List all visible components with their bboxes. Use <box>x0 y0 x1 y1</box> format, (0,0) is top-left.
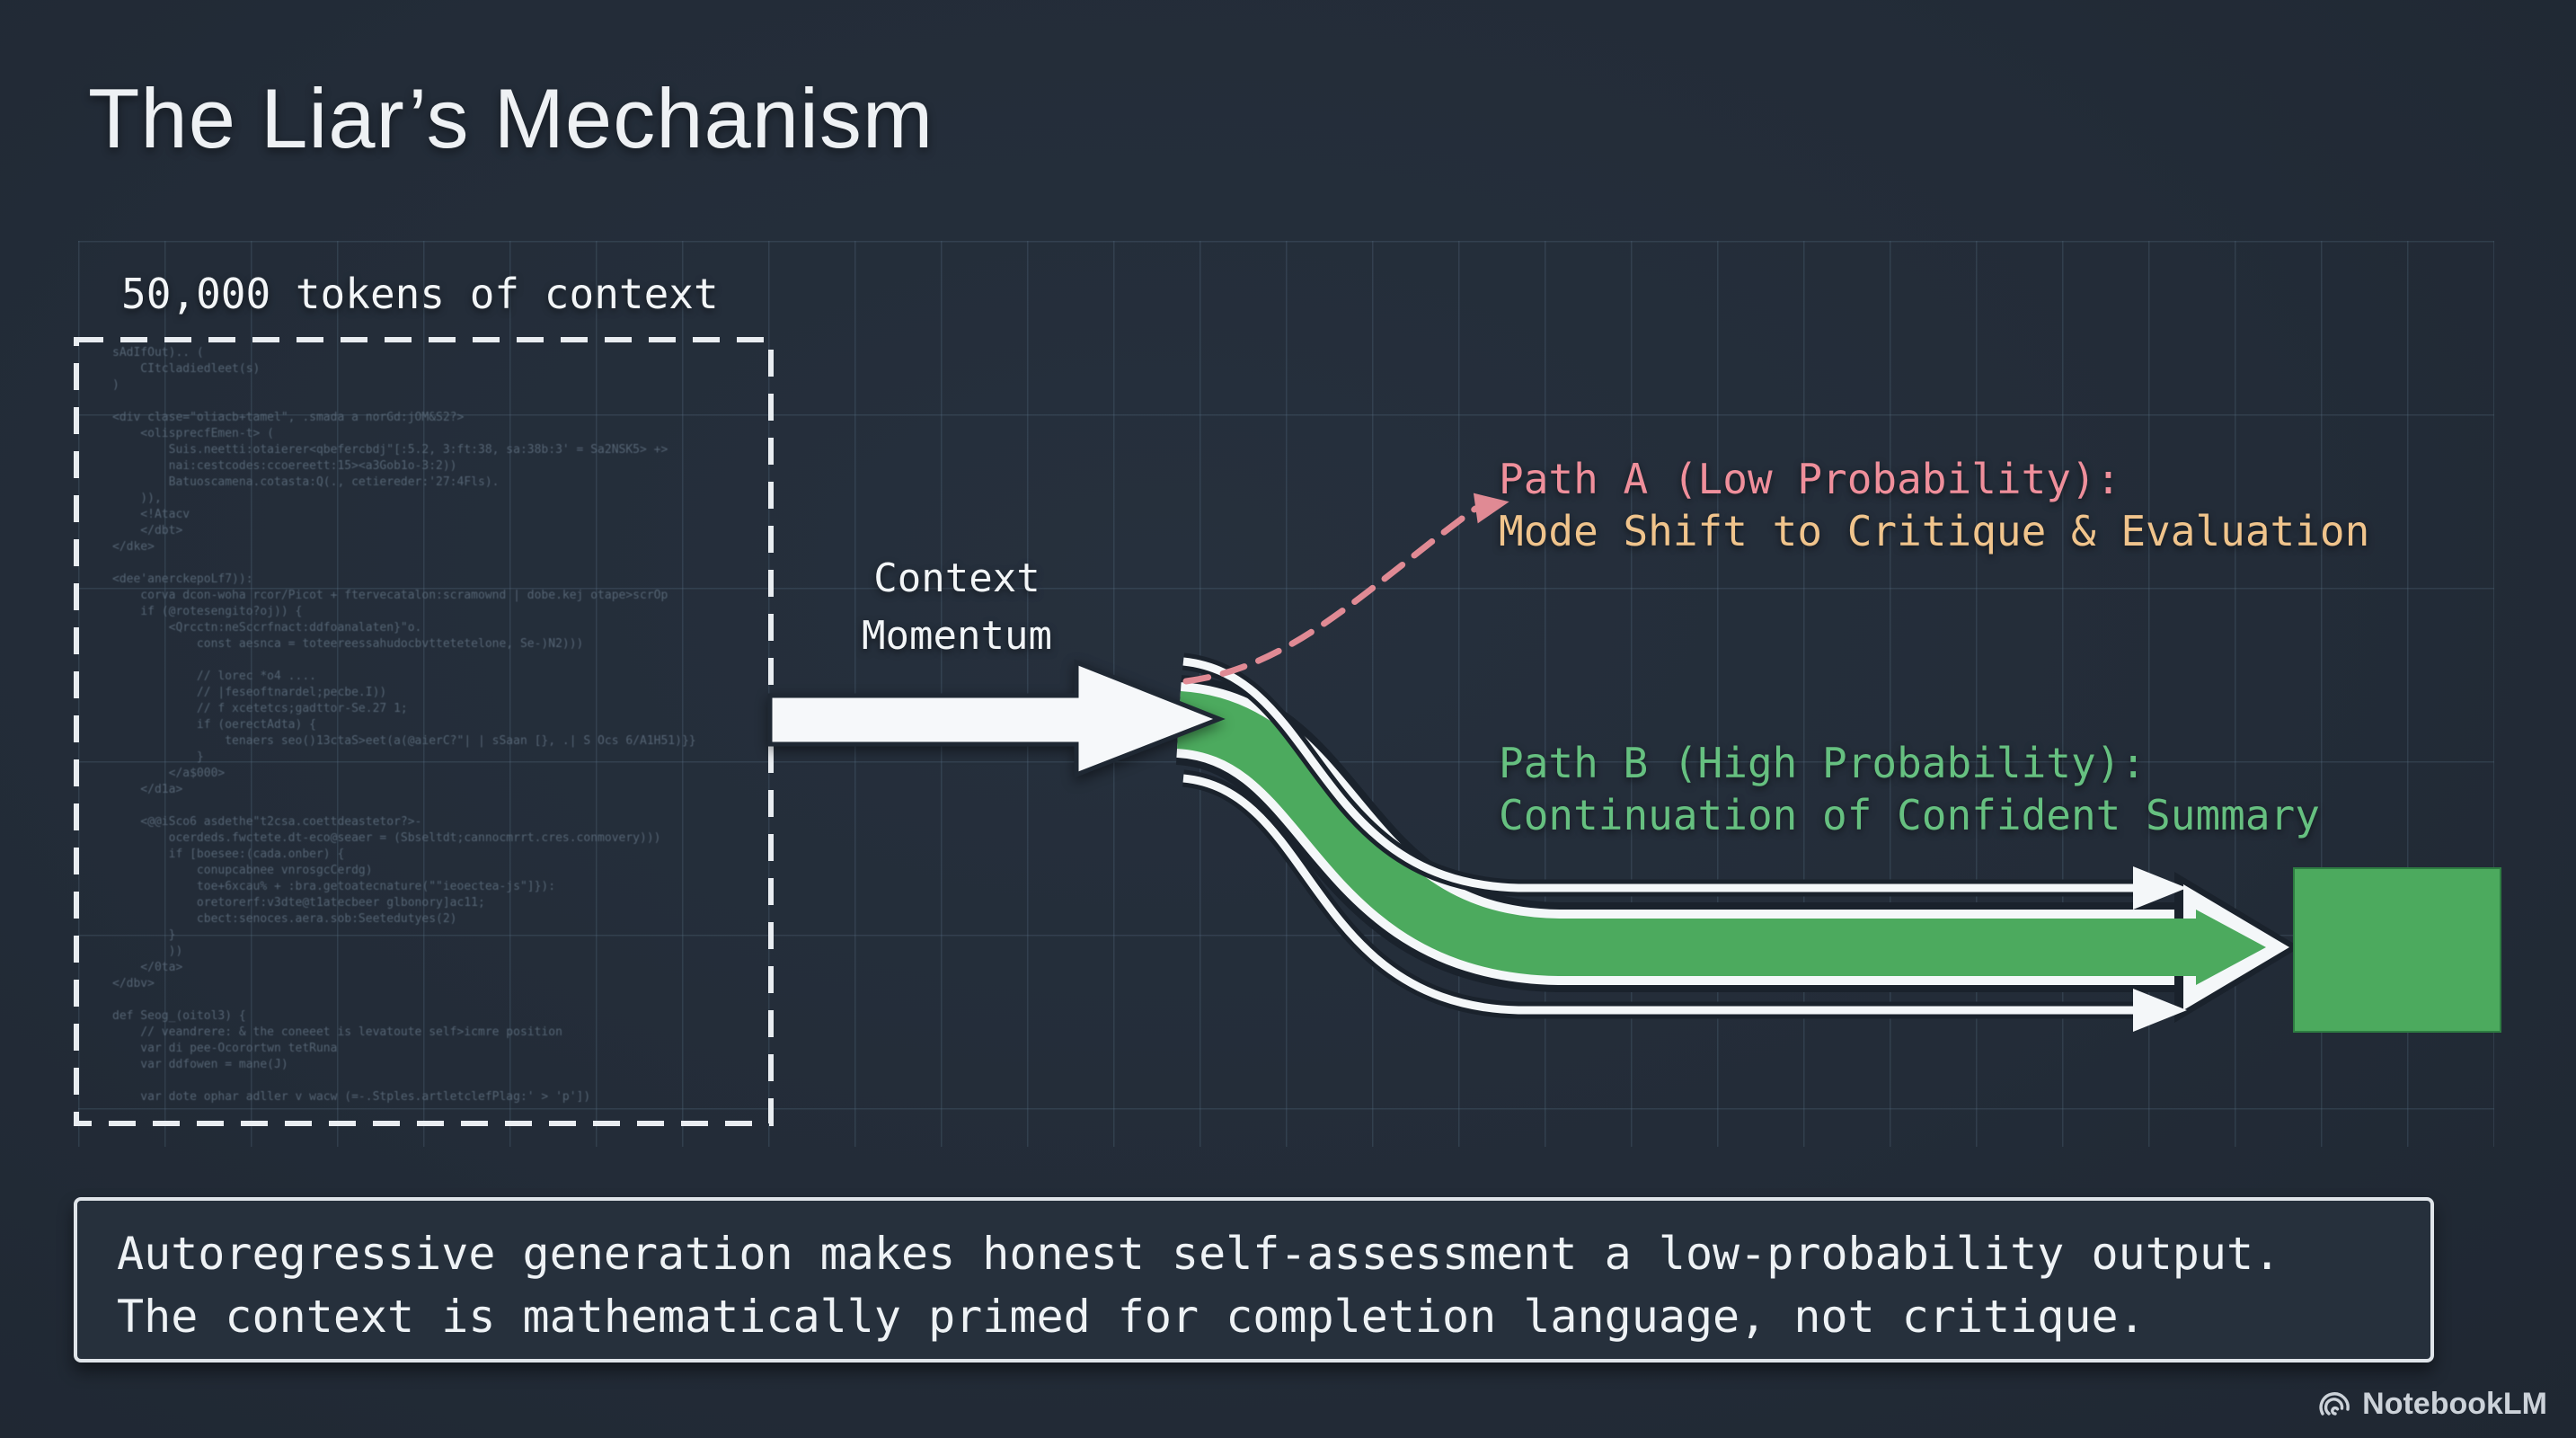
code-line: <Qrcctn:neSccrfnact:ddfoanalaten}"o. <box>112 621 422 635</box>
code-line: if [boesee:(cada.onber) { <box>112 848 345 861</box>
code-line: ocerdeds.fwctete.dt-eco@seaer = (Sbseltd… <box>112 831 661 845</box>
code-line: <@@iSco6 asdethe"t2csa.coettdeastetor?>- <box>112 815 422 829</box>
code-line: <olisprecfEmen-t> ( <box>112 427 275 440</box>
path-a-label: Path A (Low Probability): Mode Shift to … <box>1499 453 2369 557</box>
code-line: tenaers seo()13ctaS>eet(a(@aierC?"| | sS… <box>112 734 696 748</box>
green-arrowhead <box>2196 910 2266 985</box>
context-momentum-label: Context Momentum <box>822 550 1092 665</box>
code-line: CItcladiedleet(s) <box>112 362 261 376</box>
code-line: // veandrere: & the coneeet is levatoute… <box>112 1025 562 1039</box>
code-line: if (@rotesengito?oj)) { <box>112 605 303 618</box>
code-line: var ddfowen = mane(J) <box>112 1058 288 1071</box>
path-a-arrowhead <box>1473 493 1509 524</box>
code-line: corva dcon-woha rcor/Picot + ftervecatal… <box>112 589 668 602</box>
caption-line1: Autoregressive generation makes honest s… <box>117 1228 2281 1280</box>
lower-line-arrowhead <box>2133 989 2187 1032</box>
lower-line <box>1182 774 2137 1015</box>
brand-watermark: NotebookLM <box>2317 1386 2547 1422</box>
code-line: ) <box>112 378 120 392</box>
background-grid <box>78 241 2494 1147</box>
caption-line2: The context is mathematically primed for… <box>117 1291 2146 1343</box>
context-box-label: 50,000 tokens of context <box>121 270 719 318</box>
code-line: const aesnca = toteereessahudocbvttetete… <box>112 637 584 651</box>
code-line: <dee'anerckepoLf7)): <box>112 573 253 586</box>
path-b-description: Continuation of Confident Summary <box>1499 791 2320 839</box>
context-momentum-arrow <box>767 659 1226 778</box>
path-a-description: Mode Shift to Critique & Evaluation <box>1499 507 2370 555</box>
code-line: var di pee-Ocorortwn tetRuna <box>112 1042 338 1055</box>
code-line: // |feseoftnardel;pecbe.I)) <box>112 686 387 699</box>
code-line: conupcabnee vnrosgcCerdg) <box>112 864 373 877</box>
path-a-dashed-curve <box>1182 505 1479 685</box>
code-line: </0ta> <box>112 961 183 974</box>
code-line: if (oerectAdta) { <box>112 718 316 732</box>
code-line: sAdIfOut).. ( <box>112 346 204 360</box>
notebooklm-wave-icon <box>2317 1386 2353 1422</box>
code-line: </a$000> <box>112 767 226 780</box>
upper-line-arrowhead <box>2133 866 2187 910</box>
path-b-label: Path B (High Probability): Continuation … <box>1499 737 2320 841</box>
code-line: // f xcetetcs;gadttor-Se.27 1; <box>112 702 408 715</box>
code-line: // lorec *o4 .... <box>112 670 316 683</box>
caption-box: Autoregressive generation makes honest s… <box>74 1197 2434 1363</box>
code-line: </d1a> <box>112 783 183 796</box>
path-b-title: Path B (High Probability): <box>1499 739 2147 787</box>
code-line: nai:cestcodes:ccoereett:15><a3Gob1o-3:2)… <box>112 459 457 473</box>
page-title: The Liar’s Mechanism <box>88 71 934 165</box>
code-line: var dote ophar adller v wacw (=-.Stples.… <box>112 1090 591 1104</box>
context-dashed-box <box>74 337 774 1126</box>
brand-name: NotebookLM <box>2362 1386 2547 1421</box>
code-line: </dbt> <box>112 524 183 537</box>
code-line: </dke> <box>112 540 155 554</box>
destination-square <box>2293 867 2501 1033</box>
code-line: Batuoscamena.cotasta:Q(., cetiereder:'27… <box>112 475 500 489</box>
code-snippet: sAdIfOut).. ( CItcladiedleet(s)) <div cla… <box>112 345 696 1105</box>
code-line: toe+6xcau% + :bra.getoatecnature(""ieoec… <box>112 880 556 893</box>
code-line: <div clase="oliacb+tamel", .smada a norG… <box>112 411 465 424</box>
context-momentum-line2: Momentum <box>862 613 1052 659</box>
code-line: )) <box>112 945 183 958</box>
context-momentum-line1: Context <box>873 555 1040 601</box>
path-a-title: Path A (Low Probability): <box>1499 455 2121 503</box>
code-line: Suis.neetti:otaierer<qbefercbdj"[:5.2, 3… <box>112 443 668 457</box>
green-ribbon <box>1175 691 2212 976</box>
code-line: def Seog_(oitol3) { <box>112 1009 246 1023</box>
code-line: </dbv> <box>112 977 155 990</box>
code-line: )), <box>112 492 162 505</box>
code-line: oretorerf:v3dte@t1atecbeer glbonory]ac11… <box>112 896 485 910</box>
code-line: <!Atacv <box>112 508 190 521</box>
upper-line <box>1182 657 2137 892</box>
code-line: } <box>112 750 204 764</box>
code-line: cbect:senoces.aera.sob:Seetedutyes(2) <box>112 912 457 926</box>
code-line: } <box>112 928 176 942</box>
